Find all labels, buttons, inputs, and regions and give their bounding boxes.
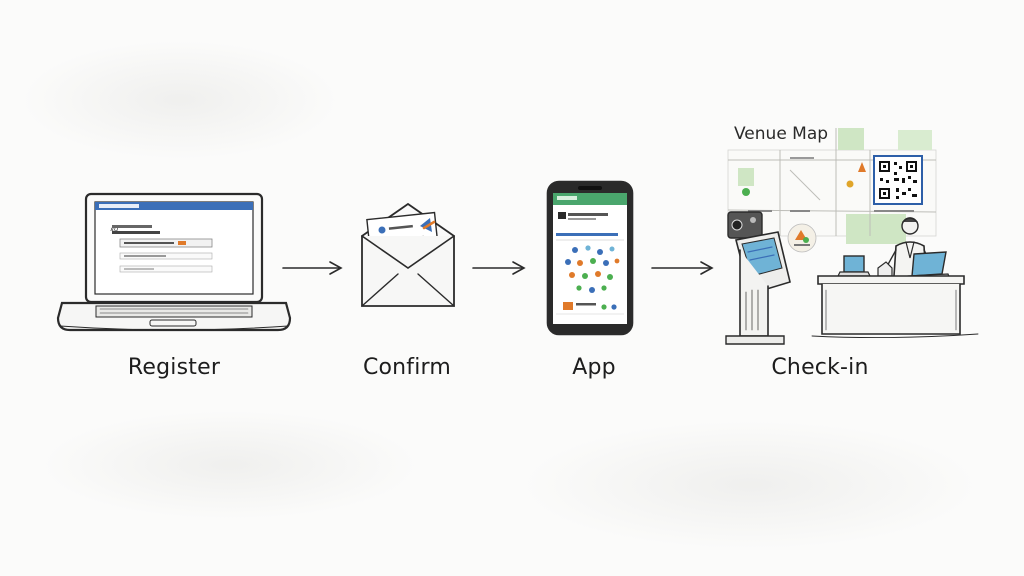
- venue-map-title: Venue Map: [734, 124, 829, 144]
- arrow-icon: [651, 261, 714, 275]
- arrow-icon: [472, 261, 526, 275]
- step-label-register: Register: [127, 355, 221, 380]
- step-label-check-in: Check-in: [771, 355, 869, 380]
- smartphone-icon: [546, 180, 634, 336]
- background-wash: [40, 410, 420, 520]
- svg-text:ꭱꬶ: ꭱꬶ: [110, 225, 118, 233]
- envelope-icon: [361, 202, 455, 307]
- qr-code-icon: [873, 155, 923, 205]
- step-label-app: App: [572, 355, 616, 380]
- kiosk-icon: [725, 211, 791, 345]
- check-in-desk-icon: [811, 217, 979, 339]
- background-wash: [520, 420, 980, 550]
- step-label-confirm: Confirm: [362, 355, 452, 380]
- background-wash: [20, 40, 340, 160]
- arrow-icon: [282, 261, 343, 275]
- laptop-icon: ꭱꬶ: [56, 192, 292, 332]
